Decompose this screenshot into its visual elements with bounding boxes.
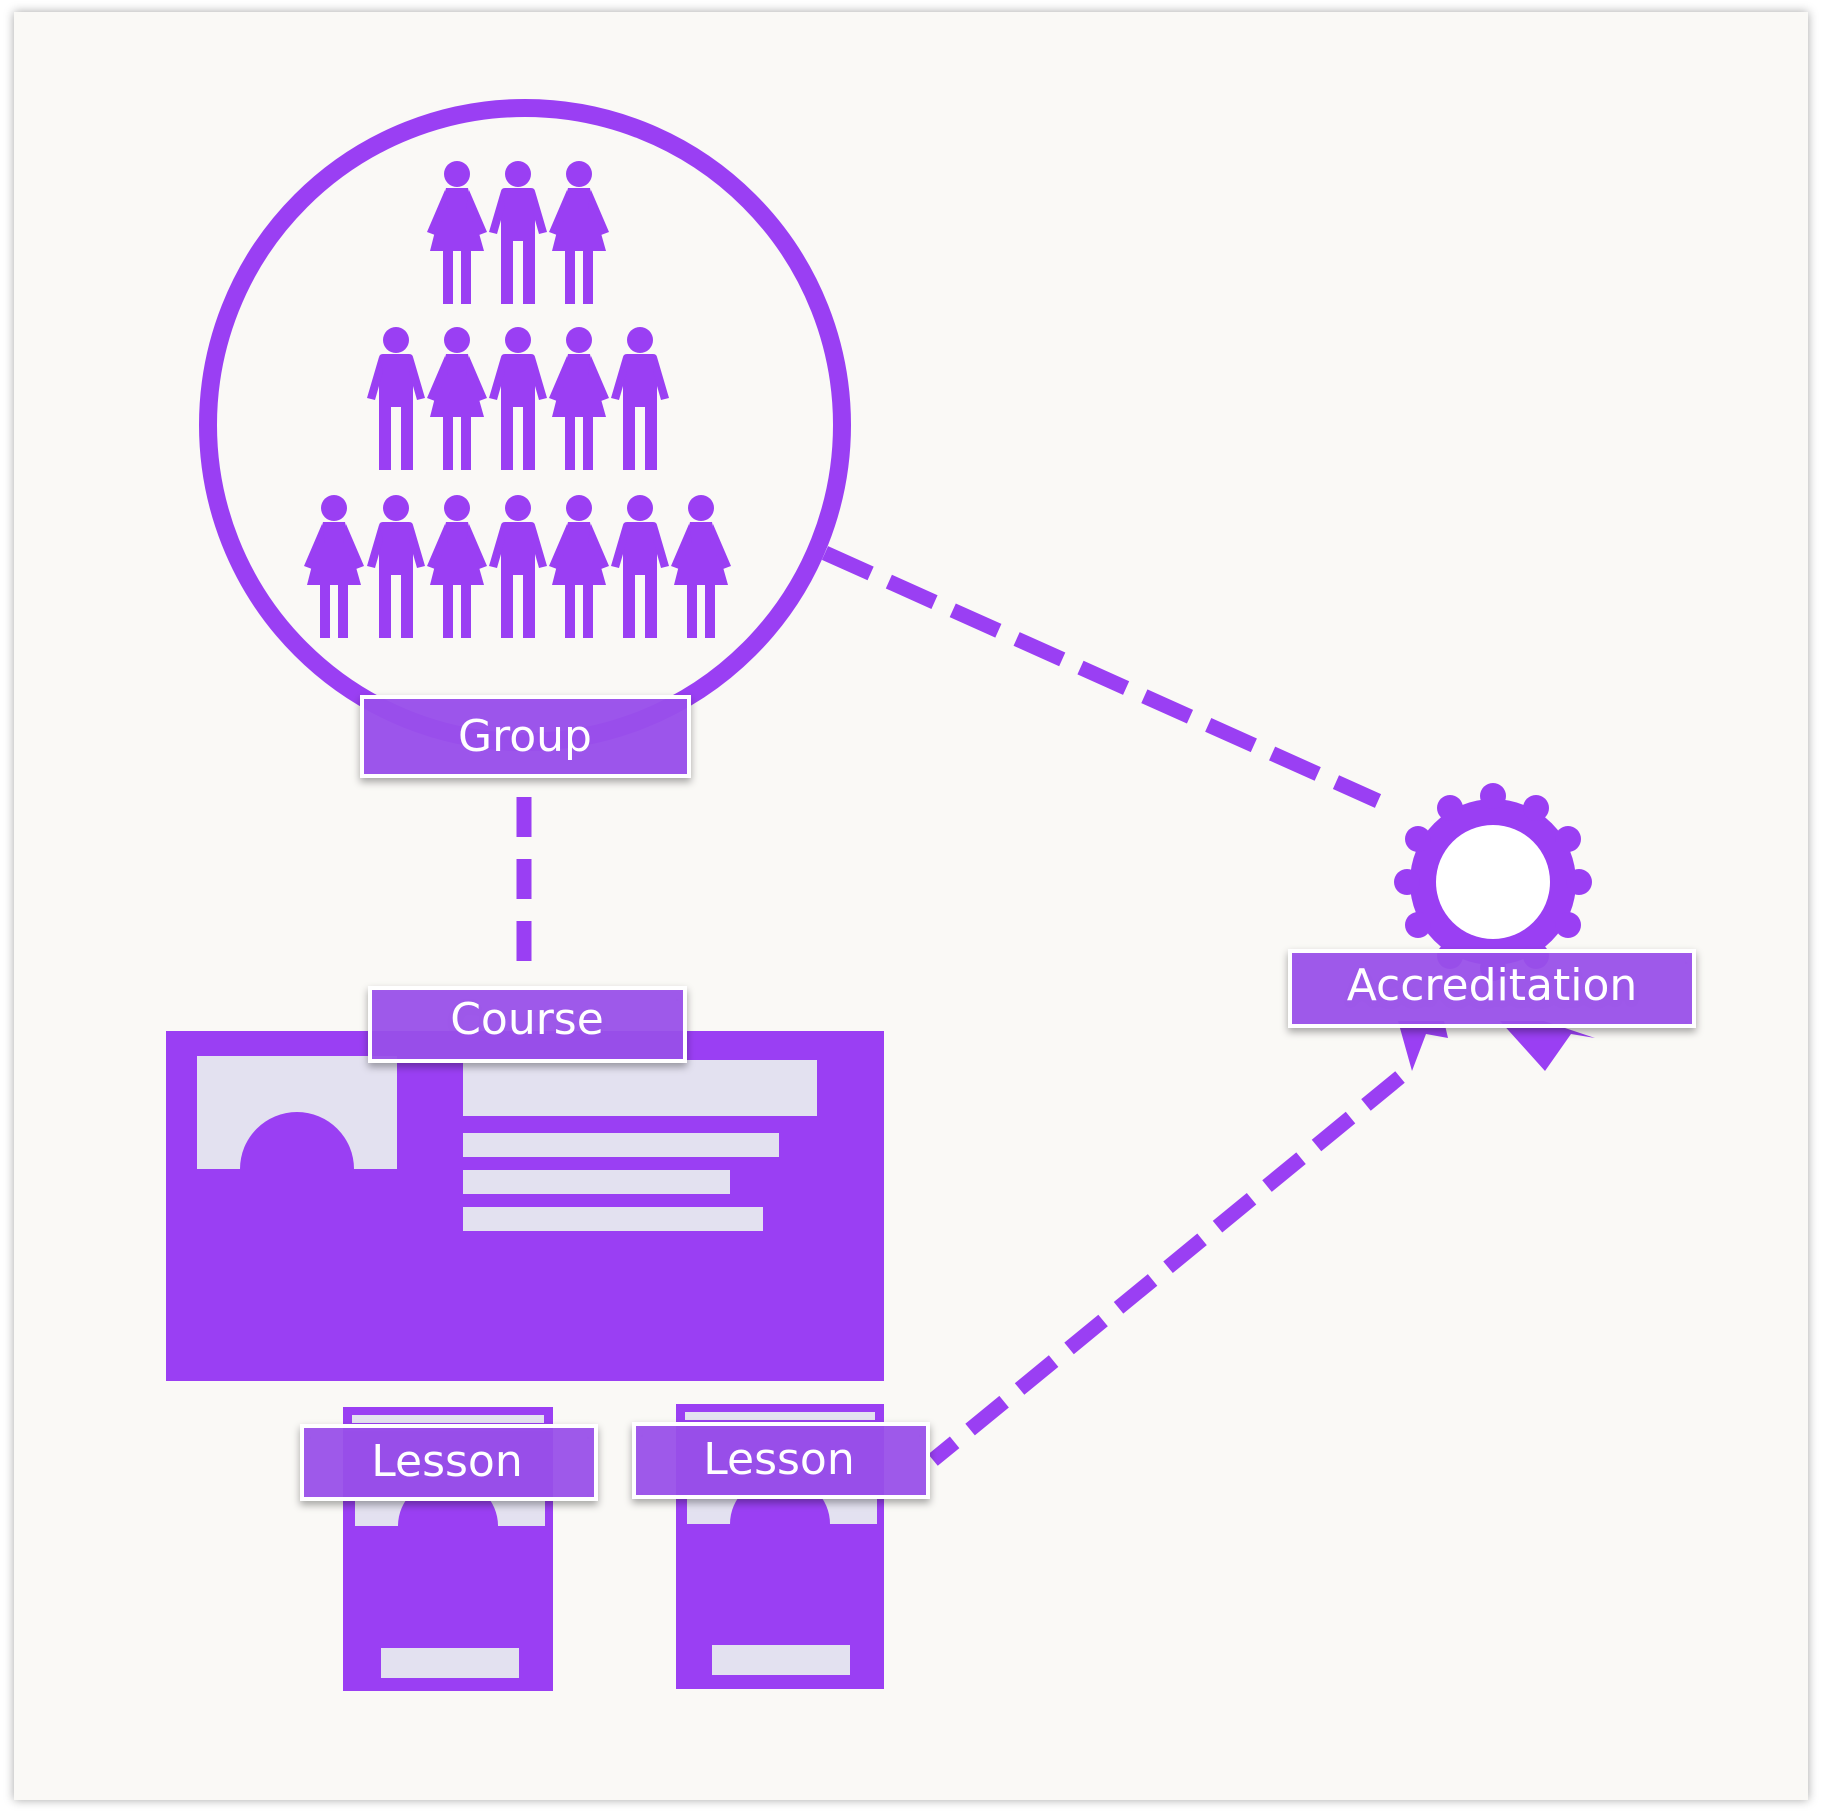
group-label: Group — [360, 695, 691, 778]
group-label-text: Group — [458, 711, 592, 762]
accreditation-label-text: Accreditation — [1347, 960, 1638, 1011]
course-node: Course — [166, 986, 884, 1381]
group-node: Group — [199, 99, 851, 778]
connector-lesson-accreditation — [928, 1071, 1405, 1466]
lesson-label-2-text: Lesson — [703, 1434, 854, 1485]
accreditation-label: Accreditation — [1288, 949, 1696, 1028]
connector-group-accreditation — [821, 546, 1382, 808]
accreditation-node: Accreditation — [1288, 783, 1696, 1071]
course-label: Course — [368, 986, 687, 1063]
award-rosette-icon — [1394, 783, 1595, 1071]
lesson-label-2: Lesson — [632, 1422, 930, 1499]
lesson-node-2: Lesson — [632, 1404, 930, 1689]
lesson-label-1: Lesson — [300, 1424, 598, 1501]
connectors — [516, 546, 1405, 1466]
lesson-label-1-text: Lesson — [371, 1436, 522, 1487]
lesson-node-1: Lesson — [300, 1407, 598, 1691]
course-card-icon — [166, 1031, 884, 1381]
course-label-text: Course — [450, 994, 604, 1045]
